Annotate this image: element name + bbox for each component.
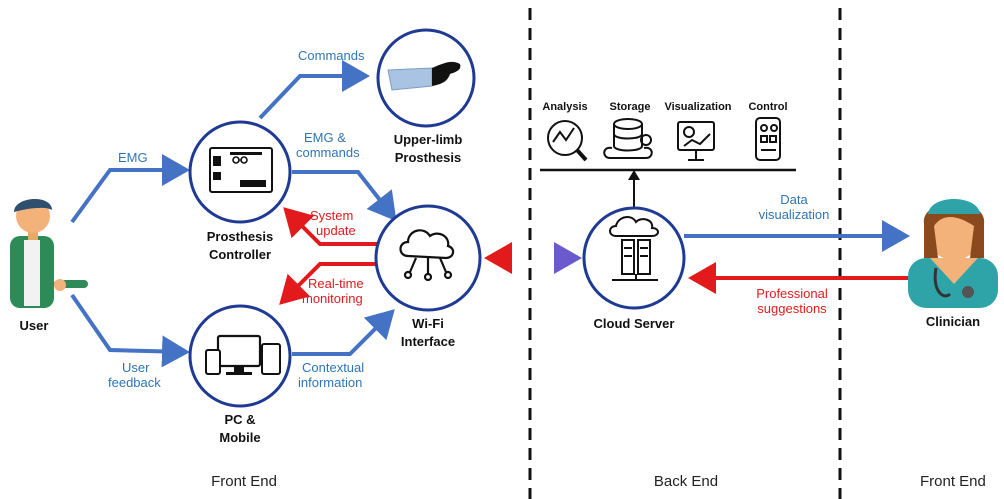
server-rack-icon bbox=[609, 216, 659, 281]
storage-icon bbox=[603, 118, 653, 159]
user-label: User bbox=[20, 318, 49, 333]
system-update-label-line1: System bbox=[310, 208, 353, 223]
visualization-icon bbox=[677, 121, 715, 161]
service-analysis-label: Analysis bbox=[542, 101, 587, 113]
commands-label: Commands bbox=[298, 48, 365, 63]
edge-commands bbox=[258, 60, 370, 120]
service-storage-label: Storage bbox=[610, 101, 651, 113]
prosthetic-arm-icon bbox=[387, 61, 461, 91]
data-visualization-label-line1: Data bbox=[780, 192, 808, 207]
edge-realtime-monitoring bbox=[279, 262, 378, 305]
pc-label-line1: PC & bbox=[224, 412, 255, 427]
section-front-end-right: Front End bbox=[920, 473, 986, 490]
wifi-label-line1: Wi-Fi bbox=[412, 316, 444, 331]
controller-label-line2: Controller bbox=[209, 247, 271, 262]
prosthesis-controller-node bbox=[188, 120, 292, 224]
controller-label-line1: Prosthesis bbox=[207, 229, 273, 244]
professional-suggestions-label-line2: suggestions bbox=[757, 301, 827, 316]
user-avatar bbox=[10, 198, 88, 308]
services-arrowhead bbox=[628, 170, 640, 180]
service-visualization-label: Visualization bbox=[664, 101, 731, 113]
clinician-avatar bbox=[908, 199, 998, 308]
emg-commands-label-line1: EMG & bbox=[304, 130, 346, 145]
section-front-end-left: Front End bbox=[211, 473, 277, 490]
user-feedback-label-line1: User bbox=[122, 360, 150, 375]
edge-user-feedback bbox=[70, 293, 190, 368]
clinician-label: Clinician bbox=[926, 314, 980, 329]
devices-icon bbox=[205, 334, 281, 375]
service-control-label: Control bbox=[748, 101, 787, 113]
contextual-label-line2: information bbox=[298, 375, 362, 390]
prosthesis-label-line2: Prosthesis bbox=[395, 150, 461, 165]
analysis-icon bbox=[547, 120, 588, 162]
control-icon bbox=[755, 117, 781, 161]
data-visualization-label-line2: visualization bbox=[759, 207, 830, 222]
pc-label-line2: Mobile bbox=[219, 430, 260, 445]
edge-emg-commands bbox=[292, 170, 397, 222]
wifi-label-line2: Interface bbox=[401, 334, 455, 349]
pc-mobile-node bbox=[188, 304, 292, 408]
system-update-label-line2: update bbox=[316, 223, 356, 238]
cloud-server-node bbox=[582, 206, 686, 310]
realtime-label-line1: Real-time bbox=[308, 276, 364, 291]
emg-label: EMG bbox=[118, 150, 148, 165]
wifi-interface-node bbox=[374, 204, 482, 312]
edge-system-update bbox=[283, 207, 378, 246]
cloud-server-label: Cloud Server bbox=[594, 316, 675, 331]
prosthesis-label-line1: Upper-limb bbox=[394, 132, 463, 147]
emg-commands-label-line2: commands bbox=[296, 145, 360, 160]
edge-contextual-information bbox=[292, 309, 395, 356]
realtime-label-line2: monitoring bbox=[302, 291, 363, 306]
edge-emg bbox=[70, 154, 190, 224]
arduino-board-icon bbox=[209, 147, 273, 193]
cloud-network-icon bbox=[399, 229, 455, 282]
user-feedback-label-line2: feedback bbox=[108, 375, 161, 390]
professional-suggestions-label-line1: Professional bbox=[756, 286, 828, 301]
contextual-label-line1: Contextual bbox=[302, 360, 364, 375]
upper-limb-prosthesis-node bbox=[376, 28, 476, 128]
section-back-end: Back End bbox=[654, 473, 718, 490]
